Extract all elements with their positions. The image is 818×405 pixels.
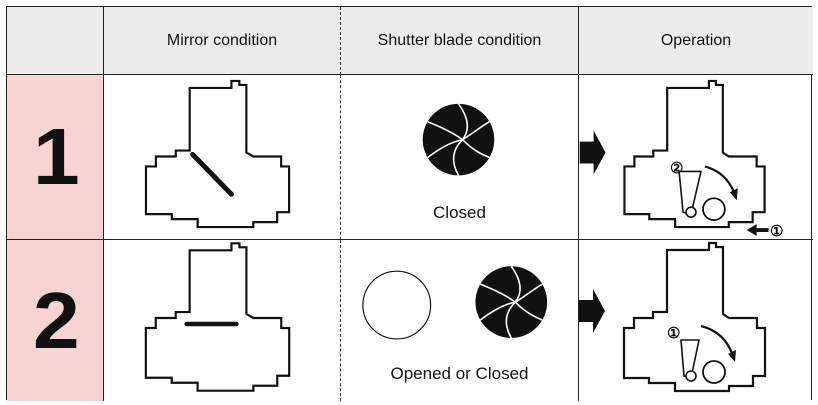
row-1-shutter: Closed <box>341 75 579 240</box>
header-mirror-label: Mirror condition <box>166 31 278 49</box>
row-2-operation: ① <box>579 240 813 401</box>
marker-step-1: ① <box>667 325 681 342</box>
header-mirror-condition: Mirror condition <box>104 7 341 75</box>
row-2-shutter: Opened or Closed <box>341 240 579 401</box>
header-operation-label: Operation <box>660 31 732 49</box>
operation-arrow-icon <box>579 289 605 333</box>
marker-step-2: ② <box>670 160 684 177</box>
row-1-operation: ② ① <box>579 75 813 240</box>
header-shutter-condition: Shutter blade condition <box>341 7 579 75</box>
operation-arrow-icon <box>579 130 606 175</box>
row-1-mirror <box>104 75 341 240</box>
shutter-caption: Closed <box>433 203 486 222</box>
header-corner <box>7 7 104 75</box>
row-2-number: 2 <box>7 240 104 401</box>
camera-body-mirror-up-icon <box>144 242 291 392</box>
header-shutter-label: Shutter blade condition <box>377 31 542 49</box>
camera-body-mirror-down-icon <box>144 79 291 229</box>
shutter-open-icon <box>362 270 432 340</box>
operation-diagram-1 <box>579 79 769 237</box>
marker-step-1: ① <box>770 223 784 240</box>
row-2-mirror <box>104 240 341 401</box>
operation-diagram-2 <box>579 241 767 393</box>
row-number-label: 2 <box>32 275 80 365</box>
shutter-open-closed-icons <box>362 265 548 340</box>
row-number-label: 1 <box>32 112 80 201</box>
condition-table: Mirror condition Shutter blade condition… <box>6 6 813 401</box>
shutter-closed-icon <box>422 103 495 176</box>
header-operation: Operation <box>579 7 813 75</box>
shutter-caption: Opened or Closed <box>390 364 529 383</box>
shutter-closed-icon <box>475 265 548 339</box>
row-1-number: 1 <box>7 75 104 240</box>
